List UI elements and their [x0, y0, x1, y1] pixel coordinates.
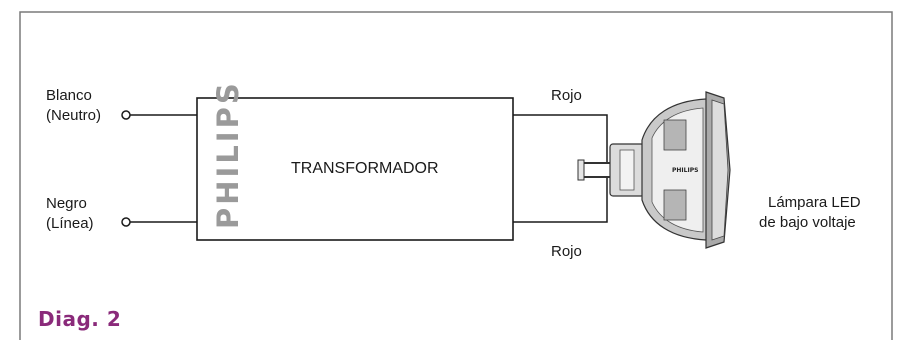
lamp-sublabel: de bajo voltaje: [759, 214, 856, 231]
lamp-label: Lámpara LED: [768, 194, 861, 211]
diagram-frame: [19, 11, 893, 340]
transformer-brand-logo: PHILIPS: [211, 80, 245, 229]
input-white-sublabel: (Neutro): [46, 107, 101, 124]
terminal-line: [121, 217, 131, 227]
input-black-label: Negro: [46, 195, 87, 212]
transformer-label: TRANSFORMADOR: [291, 160, 439, 177]
input-white-label: Blanco: [46, 87, 92, 104]
input-black-sublabel: (Línea): [46, 215, 94, 232]
output-bottom-label: Rojo: [551, 243, 582, 260]
svg-text:PHILIPS: PHILIPS: [672, 167, 698, 174]
terminal-neutral: [121, 110, 131, 120]
led-lamp-illustration: PHILIPS: [577, 91, 731, 249]
output-top-label: Rojo: [551, 87, 582, 104]
diagram-caption: Diag. 2: [38, 307, 122, 331]
wire-output-top: [513, 114, 608, 162]
wire-output-bottom: [513, 176, 608, 223]
transformer-box: [196, 97, 514, 241]
